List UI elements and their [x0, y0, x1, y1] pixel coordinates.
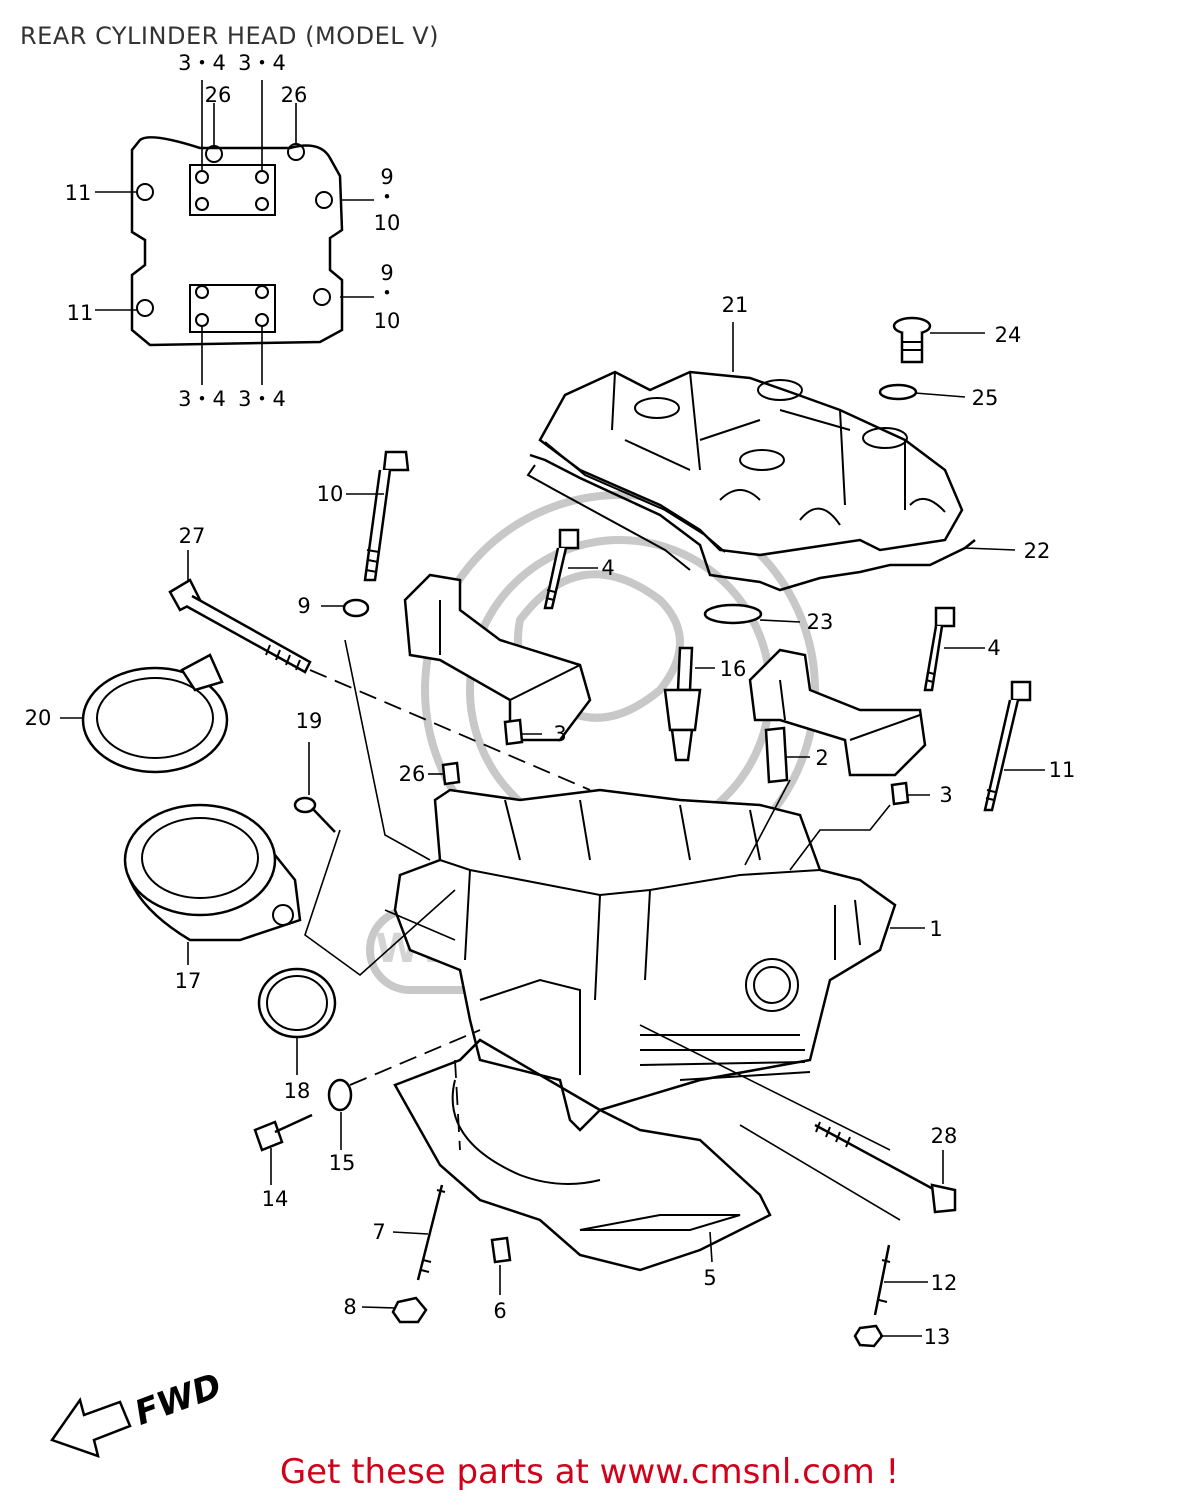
- camshaft-holder-right: [748, 648, 927, 777]
- fwd-label: FWD: [130, 1366, 227, 1434]
- inset-labels: 3・4 3・4 26 26 11 9 ・ 10 11 9 ・ 10 3・4 3・…: [65, 51, 401, 411]
- washer-25: [878, 383, 918, 401]
- callout-1: 1: [929, 917, 942, 941]
- callout-16: 16: [720, 657, 747, 681]
- nut-8: [391, 1296, 428, 1324]
- inset-label: 3・4: [238, 387, 286, 411]
- screw-19: [293, 796, 336, 833]
- inset-label: 3・4: [238, 51, 286, 75]
- head-cover-plan-inset: [95, 80, 374, 385]
- callout-24: 24: [995, 323, 1022, 347]
- dowel-26: [441, 761, 461, 786]
- page-title: REAR CYLINDER HEAD (MODEL V): [20, 22, 440, 50]
- callout-6: 6: [493, 1299, 506, 1323]
- callout-10: 10: [317, 482, 344, 506]
- bolt-14: [253, 1113, 313, 1152]
- callout-13: 13: [924, 1325, 951, 1349]
- bolt-10: [363, 450, 410, 582]
- inset-label: 26: [205, 83, 232, 107]
- assembly-guide-lines: [304, 639, 901, 1221]
- nut-13: [853, 1324, 884, 1348]
- callout-22: 22: [1024, 539, 1051, 563]
- head-cover-gasket: [526, 453, 976, 592]
- dowel-3-b: [890, 781, 910, 806]
- inset-label: 10: [374, 309, 401, 333]
- callout-11: 11: [1049, 758, 1076, 782]
- cylinder-base-gasket: [393, 1038, 772, 1272]
- intake-pipe-17: [123, 803, 302, 942]
- stud-28: [814, 1121, 957, 1214]
- stud-12: [873, 1244, 891, 1316]
- inset-label: 9: [380, 165, 393, 189]
- cover-bolt-24: [892, 316, 932, 364]
- cylinder-head-cover: [538, 370, 964, 557]
- callout-4-left: 4: [601, 556, 614, 580]
- callout-12: 12: [931, 1271, 958, 1295]
- stud-7: [416, 1184, 446, 1281]
- callout-26: 26: [399, 762, 426, 786]
- callout-18: 18: [284, 1079, 311, 1103]
- inset-label: ・: [377, 185, 398, 209]
- callout-17: 17: [175, 969, 202, 993]
- fwd-arrow-icon: [50, 1397, 132, 1458]
- sleeve-2: [764, 726, 789, 784]
- inset-label: 3・4: [178, 387, 226, 411]
- callout-21: 21: [722, 293, 749, 317]
- inset-label: 26: [281, 83, 308, 107]
- callout-25: 25: [972, 386, 999, 410]
- bolt-4-right: [923, 606, 956, 692]
- bolt-11: [983, 680, 1032, 812]
- forward-direction-indicator: FWD: [50, 1366, 227, 1458]
- callout-23: 23: [807, 610, 834, 634]
- callout-7: 7: [372, 1220, 385, 1244]
- dowel-6: [490, 1236, 512, 1264]
- seal-23: [703, 603, 763, 625]
- footer-promo-text: Get these parts at www.cmsnl.com !: [279, 1452, 900, 1492]
- callout-14: 14: [262, 1187, 289, 1211]
- spark-plug-16: [663, 646, 702, 762]
- inset-label: ・: [377, 281, 398, 305]
- o-ring-18-inner: [266, 975, 328, 1031]
- callout-9: 9: [297, 594, 310, 618]
- callout-27: 27: [179, 524, 206, 548]
- washer-15: [327, 1078, 353, 1112]
- inset-label: 10: [374, 211, 401, 235]
- washer-9: [342, 598, 370, 618]
- inset-label: 11: [67, 301, 94, 325]
- callout-15: 15: [329, 1151, 356, 1175]
- rear-cylinder-head: [393, 788, 897, 1132]
- callout-8: 8: [343, 1295, 356, 1319]
- inset-label: 11: [65, 181, 92, 205]
- inset-label: 3・4: [178, 51, 226, 75]
- callout-5: 5: [703, 1266, 716, 1290]
- callout-28: 28: [931, 1124, 958, 1148]
- callout-4-right: 4: [987, 636, 1000, 660]
- leader-lines: [60, 322, 1045, 1337]
- bolt-4-left: [543, 528, 580, 610]
- intake-clamp-20: [81, 653, 229, 774]
- inset-label: 9: [380, 261, 393, 285]
- callout-3-a: 3: [553, 722, 566, 746]
- long-bolt-27: [168, 578, 312, 674]
- o-ring-18: [257, 967, 337, 1039]
- camshaft-holder-left: [403, 573, 592, 742]
- dowel-3-a: [503, 718, 524, 746]
- callout-19: 19: [296, 709, 323, 733]
- callout-3-b: 3: [939, 783, 952, 807]
- callout-2: 2: [815, 746, 828, 770]
- callout-labels: 21 24 25 22 23 10 4 27 9 16 4 20 19 3 2 …: [25, 293, 1076, 1349]
- callout-20: 20: [25, 706, 52, 730]
